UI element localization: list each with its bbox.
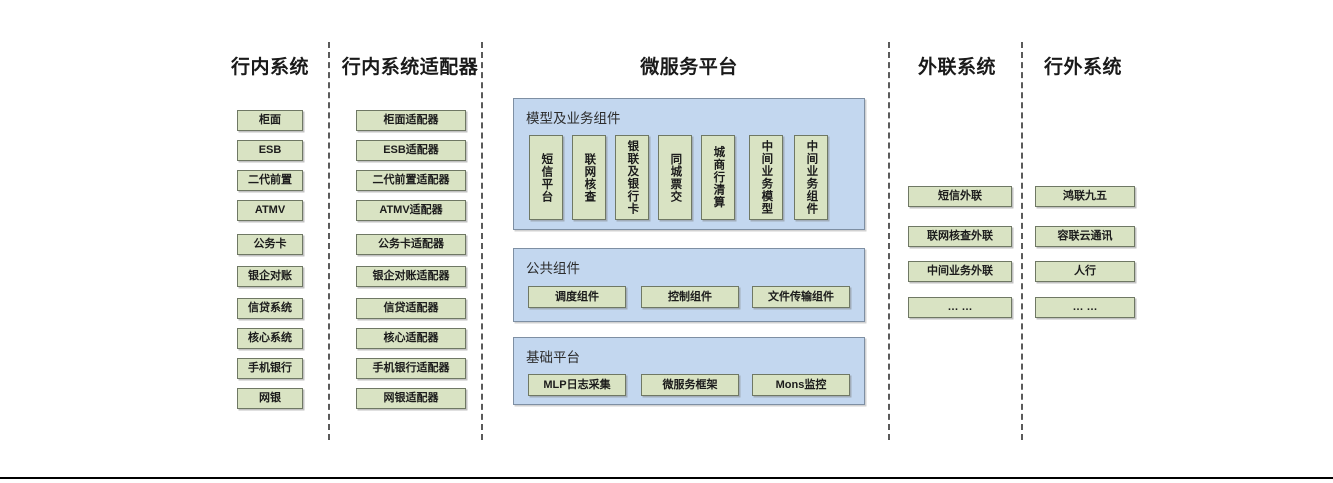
node-in-bank-adapters-6[interactable]: 银企对账适配器 [356,266,466,287]
node-in-bank-systems-5[interactable]: 公务卡 [237,234,303,255]
node-in-bank-systems-6[interactable]: 银企对账 [237,266,303,287]
column-title-microservice-platform: 微服务平台 [640,57,738,78]
column-title-in-bank-adapters: 行内系统适配器 [341,57,479,78]
node-external-link-systems-4[interactable]: … … [908,297,1012,318]
node-model-business-components-4[interactable]: 同城票交 [658,135,692,220]
node-in-bank-systems-1[interactable]: 柜面 [237,110,303,131]
column-separator-4 [1021,42,1023,440]
node-in-bank-adapters-9[interactable]: 手机银行适配器 [356,358,466,379]
panel-public-components: 公共组件 [513,248,865,322]
column-title-in-bank-systems: 行内系统 [230,57,309,78]
node-model-business-components-6[interactable]: 中间业务模型 [749,135,783,220]
node-in-bank-adapters-7[interactable]: 信贷适配器 [356,298,466,319]
node-in-bank-systems-4[interactable]: ATMV [237,200,303,221]
bottom-divider [0,477,1333,479]
panel-label-base-platform: 基础平台 [526,350,580,365]
node-off-bank-systems-4[interactable]: … … [1035,297,1135,318]
node-in-bank-systems-7[interactable]: 信贷系统 [237,298,303,319]
node-in-bank-systems-9[interactable]: 手机银行 [237,358,303,379]
node-off-bank-systems-3[interactable]: 人行 [1035,261,1135,282]
node-model-business-components-5[interactable]: 城商行清算 [701,135,735,220]
node-in-bank-systems-3[interactable]: 二代前置 [237,170,303,191]
node-off-bank-systems-2[interactable]: 容联云通讯 [1035,226,1135,247]
node-in-bank-systems-2[interactable]: ESB [237,140,303,161]
column-separator-1 [328,42,330,440]
panel-label-public-components: 公共组件 [526,261,580,276]
node-public-components-3[interactable]: 文件传输组件 [752,286,850,308]
node-base-platform-3[interactable]: Mons监控 [752,374,850,396]
node-model-business-components-1[interactable]: 短信平台 [529,135,563,220]
node-in-bank-adapters-3[interactable]: 二代前置适配器 [356,170,466,191]
node-public-components-1[interactable]: 调度组件 [528,286,626,308]
node-model-business-components-7[interactable]: 中间业务组件 [794,135,828,220]
node-external-link-systems-3[interactable]: 中间业务外联 [908,261,1012,282]
column-separator-2 [481,42,483,440]
node-model-business-components-2[interactable]: 联网核查 [572,135,606,220]
node-in-bank-systems-10[interactable]: 网银 [237,388,303,409]
node-in-bank-adapters-1[interactable]: 柜面适配器 [356,110,466,131]
node-model-business-components-3[interactable]: 银联及银行卡 [615,135,649,220]
node-in-bank-adapters-5[interactable]: 公务卡适配器 [356,234,466,255]
panel-label-model-business-components: 模型及业务组件 [526,111,621,126]
node-in-bank-adapters-2[interactable]: ESB适配器 [356,140,466,161]
column-separator-3 [888,42,890,440]
column-title-off-bank-systems: 行外系统 [1043,57,1122,78]
node-in-bank-adapters-10[interactable]: 网银适配器 [356,388,466,409]
node-external-link-systems-1[interactable]: 短信外联 [908,186,1012,207]
node-in-bank-systems-8[interactable]: 核心系统 [237,328,303,349]
node-base-platform-1[interactable]: MLP日志采集 [528,374,626,396]
node-off-bank-systems-1[interactable]: 鸿联九五 [1035,186,1135,207]
column-title-external-link-systems: 外联系统 [917,57,996,78]
node-in-bank-adapters-8[interactable]: 核心适配器 [356,328,466,349]
node-in-bank-adapters-4[interactable]: ATMV适配器 [356,200,466,221]
node-public-components-2[interactable]: 控制组件 [641,286,739,308]
node-base-platform-2[interactable]: 微服务框架 [641,374,739,396]
node-external-link-systems-2[interactable]: 联网核查外联 [908,226,1012,247]
